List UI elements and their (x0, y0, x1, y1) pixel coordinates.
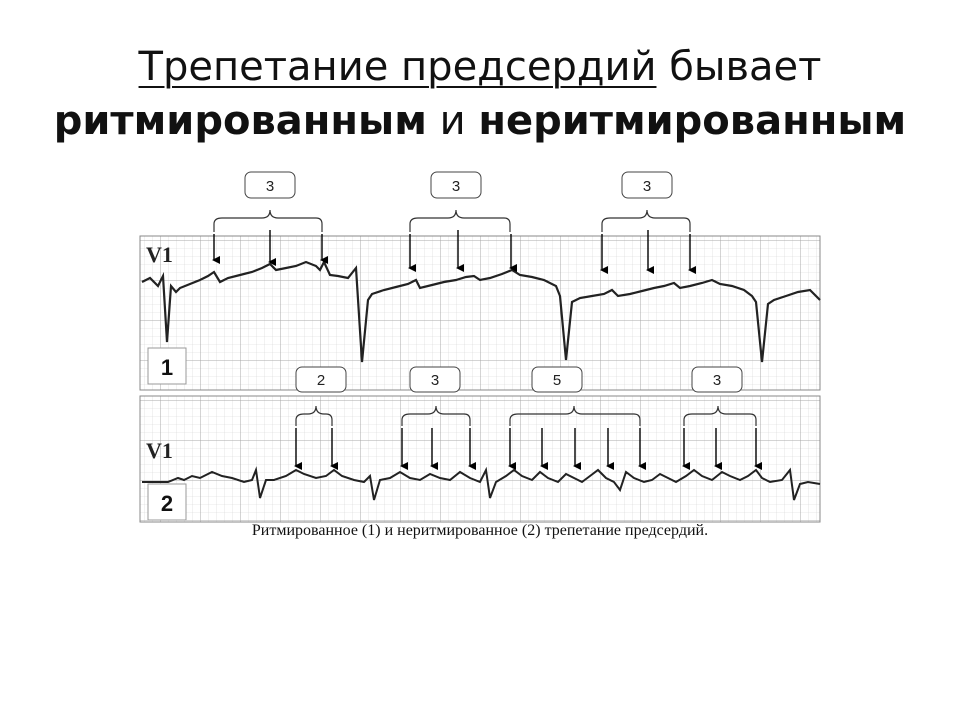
title-underlined: Трепетание предсердий (138, 44, 657, 90)
strip-2-annotations: 2 3 5 3 (294, 366, 762, 470)
title-text-2: и (426, 98, 479, 144)
ecg-trace-1 (141, 259, 821, 363)
title-bold-1: ритмированным (53, 98, 427, 144)
group-annotation: 3 (682, 366, 762, 470)
title-text: бывает (656, 44, 822, 90)
title-bold-2: неритмированным (478, 98, 907, 144)
ecg-strip-1: V1 1 (139, 235, 821, 391)
group-annotation: 3 (400, 366, 476, 470)
strip-1-annotations: 3 3 3 (212, 171, 696, 274)
group-annotation: 3 (408, 171, 517, 272)
group-count-label: 2 (317, 372, 325, 389)
figure-caption: Ритмированное (1) и неритмированное (2) … (251, 522, 709, 539)
strip-2-grid (139, 395, 821, 523)
group-annotation: 5 (508, 366, 646, 470)
strip-2-number: 2 (161, 491, 173, 516)
slide-title: Трепетание предсердий бывает ритмированн… (0, 40, 960, 148)
strip-1-number: 1 (161, 355, 173, 380)
lead-label-2: V1 (146, 438, 173, 463)
group-annotation: 3 (600, 171, 696, 274)
ecg-trace-2 (142, 466, 821, 501)
group-annotation: 3 (212, 171, 328, 266)
strip-2-number-box (147, 483, 187, 521)
group-count-label: 3 (266, 178, 274, 195)
group-count-label: 3 (643, 178, 651, 195)
ecg-strip-2: V1 2 (139, 395, 821, 523)
group-count-label: 3 (713, 372, 721, 389)
strip-1-number-box (147, 347, 187, 385)
lead-label-1: V1 (146, 242, 173, 267)
group-annotation: 2 (294, 366, 347, 470)
group-count-label: 3 (431, 372, 439, 389)
group-count-label: 5 (553, 372, 561, 389)
group-count-label: 3 (452, 178, 460, 195)
strip-1-grid (139, 235, 821, 391)
